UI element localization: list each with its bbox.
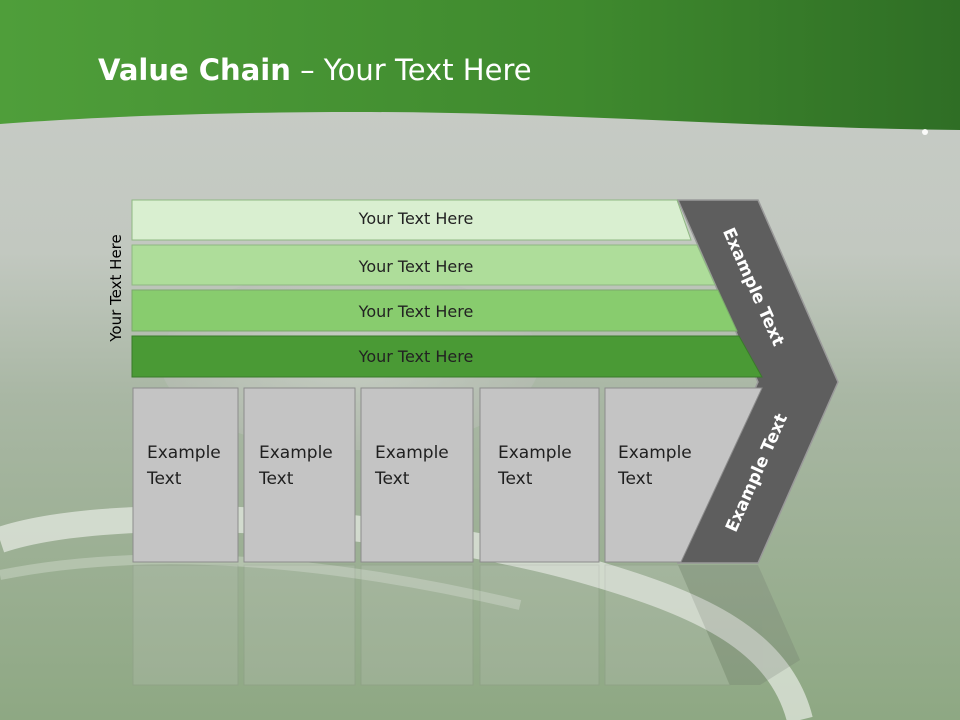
bar-2-label: Your Text Here [358, 257, 474, 276]
box-3 [360, 387, 474, 563]
bar-4 [131, 335, 763, 378]
box-2 [243, 387, 356, 563]
bar-1 [131, 199, 692, 241]
bar-4-label: Your Text Here [358, 347, 474, 366]
slide-title: Value Chain – Your Text Here [98, 53, 532, 87]
box-4 [479, 387, 600, 563]
bar-2 [131, 244, 716, 286]
box-1 [132, 387, 239, 563]
bar-1-label: Your Text Here [358, 209, 474, 228]
bar-3-label: Your Text Here [358, 302, 474, 321]
bar-3 [131, 289, 738, 332]
box-5 [604, 387, 763, 563]
